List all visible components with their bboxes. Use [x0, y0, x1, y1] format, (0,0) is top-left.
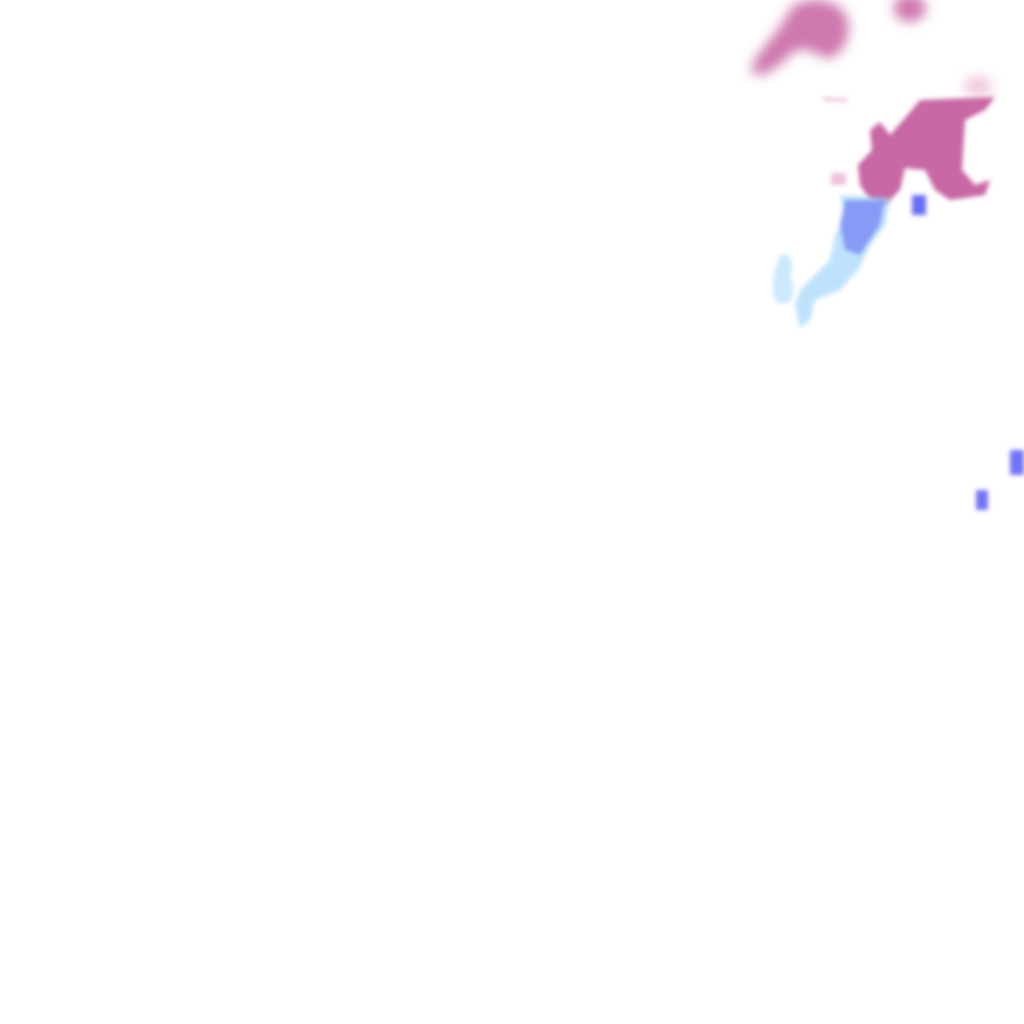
- rain-area: [840, 200, 885, 255]
- rain-area: [976, 490, 988, 510]
- mixed-precip-area: [858, 97, 995, 205]
- mixed-precip-area: [964, 77, 992, 95]
- mixed-precip-area: [751, 0, 849, 75]
- rain-area: [912, 195, 926, 215]
- mixed-precip-area: [831, 173, 846, 185]
- mixed-precip-area: [894, 0, 926, 22]
- rain-cell: [772, 195, 1024, 510]
- rain-area: [772, 254, 794, 304]
- mixed-precip-cell-top: [751, 0, 992, 95]
- mixed-precip-area: [822, 97, 850, 102]
- rain-area: [1010, 450, 1024, 475]
- mixed-precip-cell-main: [822, 97, 995, 205]
